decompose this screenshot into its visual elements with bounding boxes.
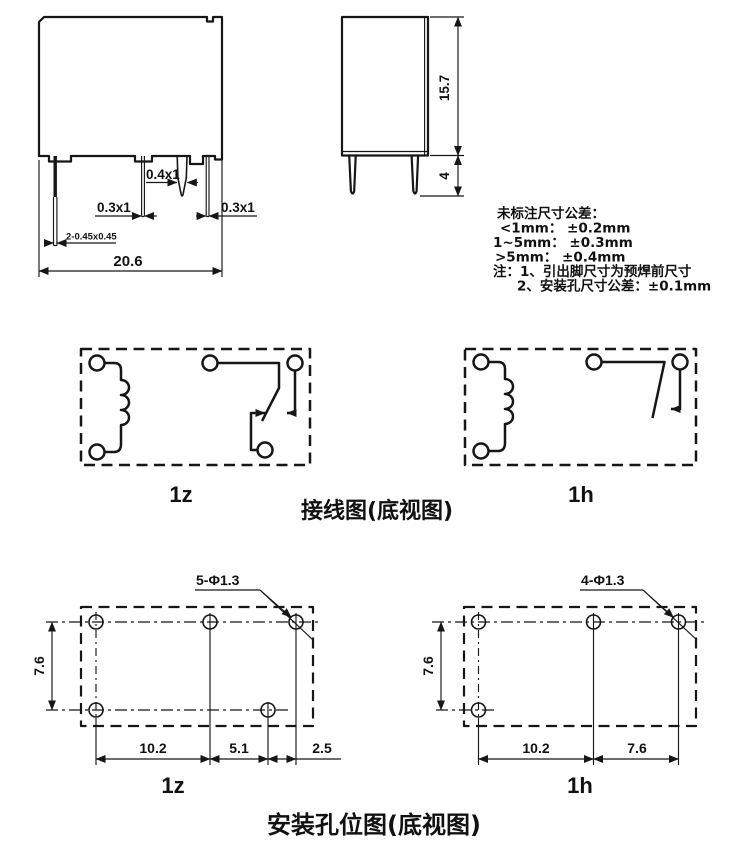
dim-coil-pin: 2-0.45x0.45 xyxy=(43,232,117,247)
dim-1z-h2-text: 5.1 xyxy=(229,740,249,756)
mounting-diagram-1h: 4-Φ1.3 7.6 10.2 7.6 1h xyxy=(420,572,706,798)
hole-callout-1z: 5-Φ1.3 xyxy=(195,572,314,641)
terminal xyxy=(286,354,304,372)
dim-1z-horizontal: 10.2 5.1 2.5 xyxy=(95,740,341,763)
terminal xyxy=(256,441,274,459)
tolerance-line1: <1mm： ±0.2mm xyxy=(500,221,630,237)
mounting-holes xyxy=(88,614,304,718)
terminal xyxy=(88,443,106,461)
tolerance-line2: 1~5mm： ±0.3mm xyxy=(493,235,633,251)
coil-symbol xyxy=(104,361,131,454)
dim-coil-pin-text: 2-0.45x0.45 xyxy=(66,232,117,243)
mounting-1z-outline xyxy=(79,605,315,728)
mounting-holes xyxy=(470,614,687,718)
mounting-1z-label: 1z xyxy=(161,773,184,798)
side-view: 15.7 4 xyxy=(340,15,464,197)
dim-mid-pin-text: 0.3x1 xyxy=(97,200,131,215)
wiring-diagram-1h: 1h xyxy=(463,347,698,507)
dim-body-width-text: 20.6 xyxy=(113,253,142,270)
dim-right-pin-text: 0.3x1 xyxy=(221,200,255,215)
wiring-1z-label: 1z xyxy=(169,482,192,507)
terminal xyxy=(671,353,689,371)
dim-center-pin: 0.4x1 xyxy=(146,167,198,187)
dim-pin-length-text: 4 xyxy=(437,172,452,180)
dim-1h-h2-text: 7.6 xyxy=(627,740,647,756)
mounting-caption: 安装孔位图(底视图) xyxy=(267,811,481,839)
dim-1h-vertical: 7.6 xyxy=(420,621,445,711)
tolerance-note1: 注：1、引出脚尺寸为预焊前尺寸 xyxy=(493,263,692,280)
hole-label-1h: 4-Φ1.3 xyxy=(581,572,625,588)
relay-body-outline xyxy=(37,15,224,166)
hole-label-1z: 5-Φ1.3 xyxy=(196,572,240,588)
side-pin-left xyxy=(348,155,357,195)
tolerance-line3: >5mm： ±0.4mm xyxy=(495,250,625,266)
wiring-diagram-1z: 1z xyxy=(79,347,312,507)
dim-1z-vertical-text: 7.6 xyxy=(31,656,47,676)
dim-body-width: 20.6 xyxy=(38,160,223,277)
mounting-1h-outline xyxy=(462,605,698,728)
terminal xyxy=(472,353,490,371)
dim-1h-vertical-text: 7.6 xyxy=(420,656,436,676)
dim-1z-vertical: 7.6 xyxy=(31,621,56,711)
terminal xyxy=(88,354,106,372)
wiring-caption: 接线图(底视图) xyxy=(301,498,453,524)
changeover-contact xyxy=(217,361,297,452)
terminal xyxy=(472,442,490,460)
tolerance-title: 未标注尺寸公差： xyxy=(497,205,605,222)
wiring-1h-outline xyxy=(463,347,698,467)
tolerance-note2: 2、安装孔尺寸公差：±0.1mm xyxy=(517,278,711,295)
side-pin-right xyxy=(410,155,420,195)
dim-1h-h1-text: 10.2 xyxy=(522,740,549,756)
dim-1z-h1-text: 10.2 xyxy=(139,740,166,756)
right-pin xyxy=(205,156,210,218)
hole-callout-1h: 4-Φ1.3 xyxy=(580,572,698,641)
blade-pin xyxy=(176,155,188,197)
terminal xyxy=(201,354,219,372)
wiring-1h-label: 1h xyxy=(568,482,594,507)
dim-right-pin: 0.3x1 xyxy=(196,200,257,220)
dim-center-pin-text: 0.4x1 xyxy=(146,167,180,182)
coil-pin xyxy=(52,156,58,247)
wiring-1z-outline xyxy=(79,347,312,467)
front-view: 0.4x1 0.3x1 0.3x1 2-0.45x0.45 20 xyxy=(37,15,257,277)
terminal xyxy=(585,353,603,371)
dim-1h-horizontal: 10.2 7.6 xyxy=(478,740,679,763)
coil-symbol xyxy=(488,360,515,453)
side-body-outline xyxy=(340,15,430,157)
no-contact xyxy=(601,360,682,419)
dim-body-height: 15.7 xyxy=(437,16,462,156)
dim-pin-length: 4 xyxy=(437,155,462,197)
dim-mid-pin: 0.3x1 xyxy=(95,200,157,220)
mounting-1h-label: 1h xyxy=(567,773,593,798)
tolerance-notes: 未标注尺寸公差： <1mm： ±0.2mm 1~5mm： ±0.3mm >5mm… xyxy=(493,205,711,295)
dim-1z-h3-text: 2.5 xyxy=(312,740,332,756)
mounting-diagram-1z: 5-Φ1.3 7.6 10.2 5.1 2.5 1z xyxy=(31,572,341,798)
mid-pin xyxy=(141,156,145,218)
dim-body-height-text: 15.7 xyxy=(437,75,452,101)
